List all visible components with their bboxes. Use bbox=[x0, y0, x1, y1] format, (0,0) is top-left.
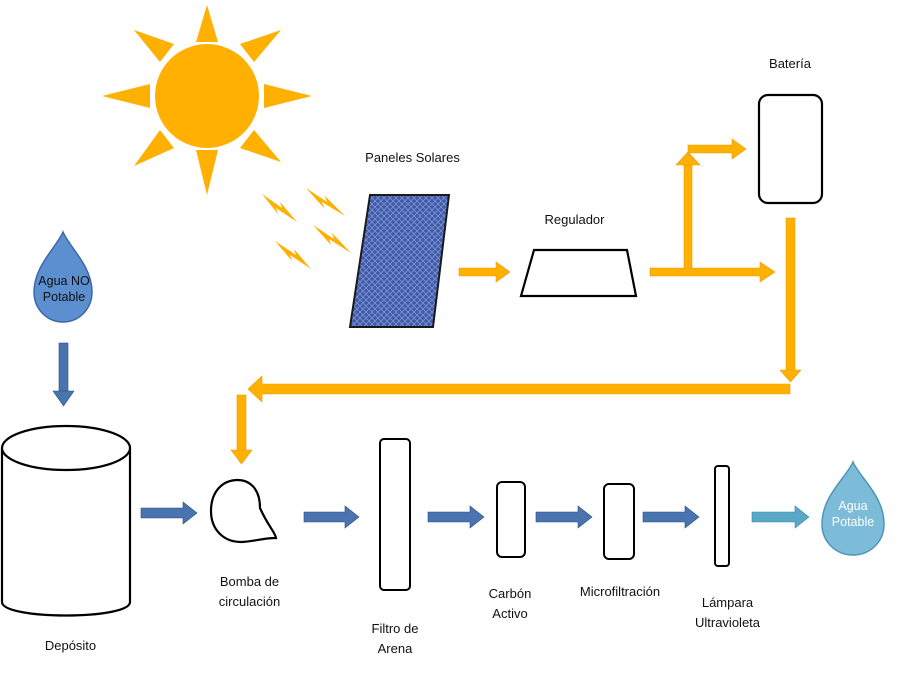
regulator-box bbox=[519, 248, 638, 298]
uv-lamp-box bbox=[714, 465, 730, 567]
regulator-label: Regulador bbox=[544, 212, 605, 227]
battery-label: Batería bbox=[769, 56, 811, 71]
microfilter-label: Microfiltración bbox=[579, 584, 661, 599]
power-flow-arrows bbox=[230, 138, 802, 465]
clean-water-drop-icon bbox=[821, 460, 885, 556]
pump-icon bbox=[209, 478, 278, 544]
panels-label: Paneles Solares bbox=[365, 150, 460, 165]
water-drop-icon bbox=[33, 230, 93, 323]
sun-icon bbox=[102, 5, 312, 195]
solar-panel-icon bbox=[348, 194, 451, 328]
water-flow-arrows bbox=[52, 342, 810, 529]
tank-icon bbox=[0, 424, 132, 617]
tank-label: Depósito bbox=[44, 638, 97, 653]
carbon-filter-box bbox=[496, 481, 526, 558]
battery-box bbox=[757, 93, 824, 205]
lightning-icon bbox=[262, 188, 351, 269]
sand-filter-box bbox=[379, 438, 411, 591]
microfilter-box bbox=[603, 483, 635, 560]
